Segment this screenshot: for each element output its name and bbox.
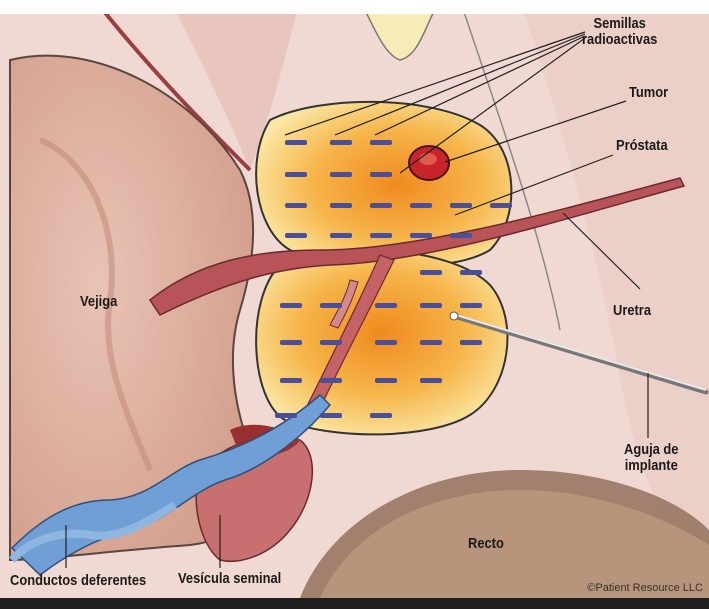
seed-mark [450, 203, 472, 208]
seed-mark [460, 270, 482, 275]
label-seminal-vesicle: Vesícula seminal [178, 571, 281, 587]
seed-mark [330, 140, 352, 145]
seed-mark [450, 233, 472, 238]
tumor-core [419, 153, 437, 165]
copyright-credit: ©Patient Resource LLC [587, 582, 703, 594]
needle-tip [450, 312, 458, 320]
seed-mark [370, 172, 392, 177]
seed-mark [410, 203, 432, 208]
seed-mark [370, 203, 392, 208]
seed-mark [320, 413, 342, 418]
seed-mark [320, 378, 342, 383]
seed-mark [375, 303, 397, 308]
seed-mark [420, 270, 442, 275]
label-urethra: Uretra [613, 303, 651, 319]
seed-mark [420, 340, 442, 345]
seed-mark [320, 303, 342, 308]
seed-mark [490, 203, 512, 208]
seed-mark [330, 172, 352, 177]
label-rectum: Recto [468, 536, 504, 552]
seed-mark [330, 233, 352, 238]
label-bladder: Vejiga [80, 294, 117, 310]
label-prostate: Próstata [616, 138, 668, 154]
seed-mark [410, 233, 432, 238]
top-strip [0, 0, 709, 14]
seed-mark [275, 413, 297, 418]
seed-mark [285, 203, 307, 208]
label-radioactive-seeds: Semillas radioactivas [582, 16, 657, 48]
label-tumor: Tumor [629, 85, 668, 101]
seed-mark [285, 140, 307, 145]
seed-mark [420, 378, 442, 383]
seed-mark [370, 140, 392, 145]
seed-mark [285, 233, 307, 238]
label-vas-deferens: Conductos deferentes [10, 573, 146, 589]
seed-mark [370, 233, 392, 238]
seed-mark [375, 378, 397, 383]
seed-mark [420, 303, 442, 308]
bottom-bar [0, 598, 709, 609]
seed-mark [330, 203, 352, 208]
seed-mark [280, 303, 302, 308]
seed-mark [375, 340, 397, 345]
seed-mark [460, 303, 482, 308]
seed-mark [280, 340, 302, 345]
seed-mark [370, 413, 392, 418]
seed-mark [280, 378, 302, 383]
seed-mark [460, 340, 482, 345]
seed-mark [320, 340, 342, 345]
seed-mark [285, 172, 307, 177]
label-implant-needle: Aguja de implante [624, 442, 678, 474]
